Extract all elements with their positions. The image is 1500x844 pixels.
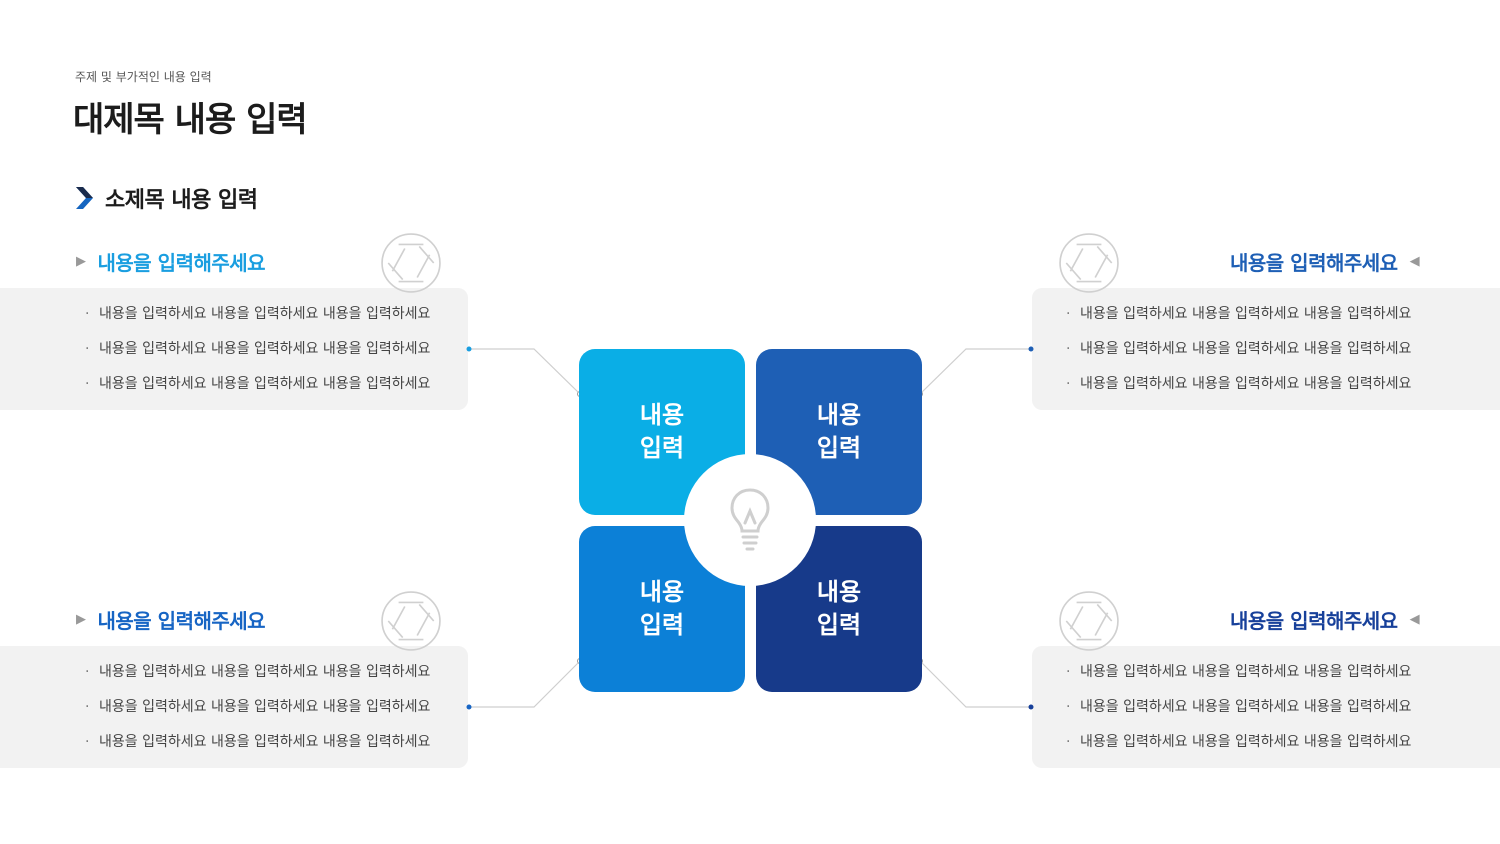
list-item: ·내용을 입력하세요 내용을 입력하세요 내용을 입력하세요 [1066, 699, 1412, 715]
page-title: 대제목 내용 입력 [73, 100, 308, 140]
list-item: ·내용을 입력하세요 내용을 입력하세요 내용을 입력하세요 [85, 664, 431, 680]
section-header: 소제목 내용 입력 [75, 182, 258, 214]
chevron-right-icon [76, 187, 93, 209]
list-item: ·내용을 입력하세요 내용을 입력하세요 내용을 입력하세요 [85, 734, 431, 750]
list-item: ·내용을 입력하세요 내용을 입력하세요 내용을 입력하세요 [85, 341, 431, 357]
block-heading-top-left: ▶ 내용을 입력해주세요 [76, 251, 266, 275]
list-item: ·내용을 입력하세요 내용을 입력하세요 내용을 입력하세요 [85, 376, 431, 392]
triangle-left-icon: ◀ [1409, 254, 1420, 269]
block-heading-top-right: 내용을 입력해주세요 ◀ [1230, 251, 1420, 275]
aperture-icon [381, 591, 441, 651]
block-heading-bottom-right: 내용을 입력해주세요 ◀ [1230, 609, 1420, 633]
triangle-right-icon: ▶ [76, 254, 86, 269]
list-item: ·내용을 입력하세요 내용을 입력하세요 내용을 입력하세요 [1066, 341, 1412, 357]
triangle-right-icon: ▶ [76, 612, 86, 627]
aperture-icon [1059, 591, 1119, 651]
block-heading-bottom-left: ▶ 내용을 입력해주세요 [76, 609, 266, 633]
section-title: 소제목 내용 입력 [105, 188, 258, 213]
aperture-icon [1059, 233, 1119, 293]
list-item: ·내용을 입력하세요 내용을 입력하세요 내용을 입력하세요 [1066, 376, 1412, 392]
text-panel-top-left: ·내용을 입력하세요 내용을 입력하세요 내용을 입력하세요 ·내용을 입력하세… [0, 288, 468, 410]
triangle-left-icon: ◀ [1409, 612, 1420, 627]
list-item: ·내용을 입력하세요 내용을 입력하세요 내용을 입력하세요 [85, 699, 431, 715]
lightbulb-icon [730, 488, 770, 551]
text-panel-top-right: ·내용을 입력하세요 내용을 입력하세요 내용을 입력하세요 ·내용을 입력하세… [1032, 288, 1500, 410]
text-panel-bottom-right: ·내용을 입력하세요 내용을 입력하세요 내용을 입력하세요 ·내용을 입력하세… [1032, 646, 1500, 768]
list-item: ·내용을 입력하세요 내용을 입력하세요 내용을 입력하세요 [1066, 734, 1412, 750]
list-item: ·내용을 입력하세요 내용을 입력하세요 내용을 입력하세요 [1066, 306, 1412, 322]
page-subtitle: 주제 및 부가적인 내용 입력 [75, 70, 212, 84]
aperture-icon [381, 233, 441, 293]
list-item: ·내용을 입력하세요 내용을 입력하세요 내용을 입력하세요 [85, 306, 431, 322]
text-panel-bottom-left: ·내용을 입력하세요 내용을 입력하세요 내용을 입력하세요 ·내용을 입력하세… [0, 646, 468, 768]
list-item: ·내용을 입력하세요 내용을 입력하세요 내용을 입력하세요 [1066, 664, 1412, 680]
center-circle [684, 454, 816, 586]
